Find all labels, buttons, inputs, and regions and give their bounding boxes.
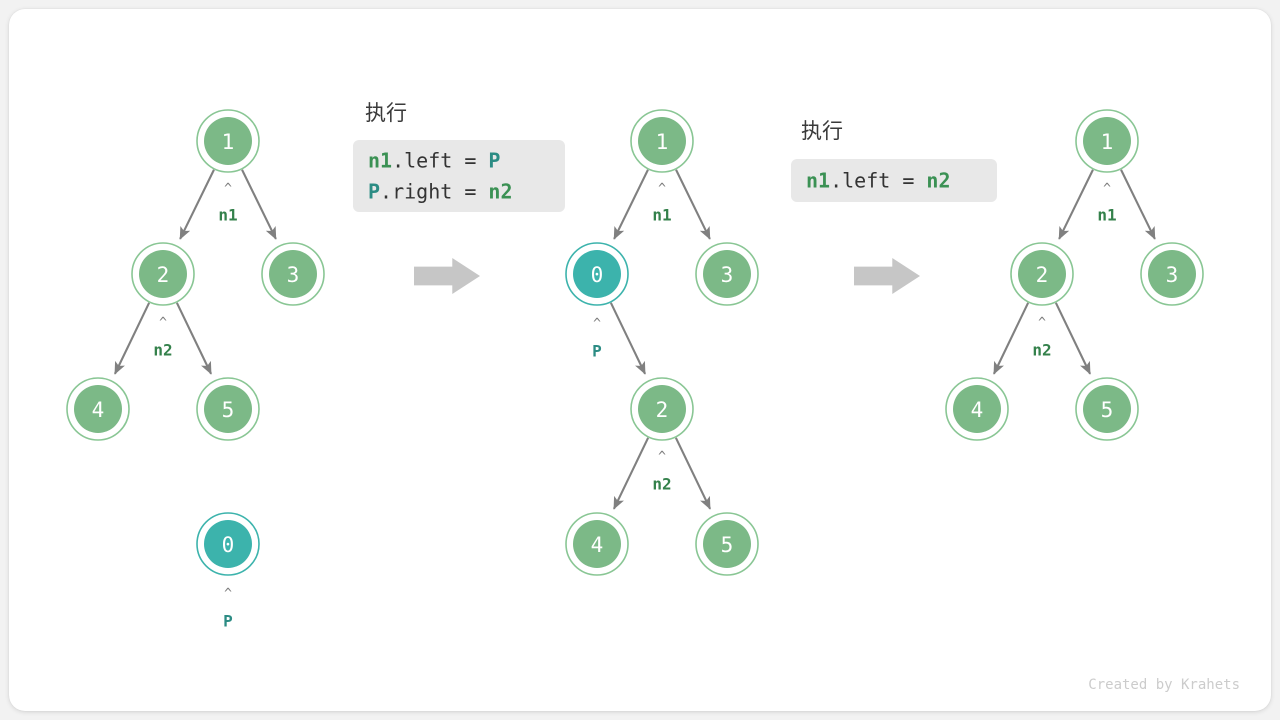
tree-edge xyxy=(113,302,151,375)
tree-edge xyxy=(179,169,215,240)
pointer-caret-icon: ^ xyxy=(593,317,601,332)
tree-edge xyxy=(1058,169,1094,240)
pointer-caret-icon: ^ xyxy=(658,450,666,465)
tree-node: 5 xyxy=(695,512,759,576)
tree-node: 4 xyxy=(945,377,1009,441)
tree-node: 1 xyxy=(196,109,260,173)
tree-node: 5 xyxy=(196,377,260,441)
pointer-label-n2: n2 xyxy=(153,341,172,360)
tree-node: 4 xyxy=(66,377,130,441)
pointer-caret-icon: ^ xyxy=(224,587,232,602)
code-block-background xyxy=(353,140,565,212)
pointer-caret-icon: ^ xyxy=(159,316,167,331)
pointer-label-n1: n1 xyxy=(218,206,237,225)
step-arrows-layer xyxy=(414,258,920,294)
tree-node: 3 xyxy=(695,242,759,306)
tree-node: 2 xyxy=(131,242,195,306)
tree-node: 3 xyxy=(1140,242,1204,306)
node-value: 4 xyxy=(591,533,604,557)
pointer-labels-layer: ^ n1 ^ n2 ^ P ^ n1 ^ P ^ n2 ^ n1 ^ n2 xyxy=(153,182,1116,631)
node-value: 0 xyxy=(591,263,604,287)
pointer-label-p: P xyxy=(223,612,233,631)
node-value: 4 xyxy=(971,398,984,422)
tree-edge xyxy=(674,437,712,510)
node-value: 5 xyxy=(721,533,734,557)
tree-node: 2 xyxy=(630,377,694,441)
node-value: 3 xyxy=(721,263,734,287)
pointer-label-n1: n1 xyxy=(1097,206,1116,225)
tree-node: 0 xyxy=(565,242,629,306)
node-value: 2 xyxy=(656,398,669,422)
tree-edge xyxy=(613,169,649,240)
tree-edge xyxy=(609,302,647,375)
pointer-caret-icon: ^ xyxy=(658,182,666,197)
node-value: 1 xyxy=(656,130,669,154)
node-value: 1 xyxy=(222,130,235,154)
pointer-caret-icon: ^ xyxy=(224,182,232,197)
tree-node: 2 xyxy=(1010,242,1074,306)
code-line: P.right = n2 xyxy=(368,180,513,204)
node-value: 4 xyxy=(92,398,105,422)
node-value: 2 xyxy=(1036,263,1049,287)
pointer-caret-icon: ^ xyxy=(1038,316,1046,331)
tree-edge xyxy=(612,437,650,510)
tree-edge xyxy=(992,302,1030,375)
pointer-caret-icon: ^ xyxy=(1103,182,1111,197)
pointer-label-p: P xyxy=(592,342,602,361)
node-value: 5 xyxy=(222,398,235,422)
execute-label: 执行 xyxy=(801,119,843,143)
code-blocks-layer: 执行 n1.left = P P.right = n2 执行 n1.left = n2 xyxy=(353,101,997,212)
node-value: 3 xyxy=(1166,263,1179,287)
tree-node: 4 xyxy=(565,512,629,576)
tree-edge xyxy=(1120,169,1156,240)
pointer-label-n2: n2 xyxy=(652,475,671,494)
code-line: n1.left = n2 xyxy=(806,169,951,193)
pointer-label-n2: n2 xyxy=(1032,341,1051,360)
watermark: Created by Krahets xyxy=(1088,677,1240,693)
node-value: 2 xyxy=(157,263,170,287)
node-value: 3 xyxy=(287,263,300,287)
tree-edge xyxy=(175,302,213,375)
edges-layer xyxy=(113,169,1156,510)
step-transition-arrow-icon xyxy=(414,258,480,294)
code-block-background xyxy=(791,159,997,202)
tree-node: 1 xyxy=(630,109,694,173)
node-value: 5 xyxy=(1101,398,1114,422)
node-value: 1 xyxy=(1101,130,1114,154)
node-value: 0 xyxy=(222,533,235,557)
tree-edge xyxy=(241,169,277,240)
tree-edge xyxy=(675,169,711,240)
tree-node: 0 xyxy=(196,512,260,576)
nodes-layer: 1 2 3 4 5 0 1 0 3 2 4 5 1 2 3 4 5 xyxy=(66,109,1204,576)
execute-label: 执行 xyxy=(365,101,407,125)
tree-node: 3 xyxy=(261,242,325,306)
step-transition-arrow-icon xyxy=(854,258,920,294)
code-line: n1.left = P xyxy=(368,149,500,173)
tree-edge xyxy=(1054,302,1092,375)
tree-node: 1 xyxy=(1075,109,1139,173)
pointer-label-n1: n1 xyxy=(652,206,671,225)
tree-node: 5 xyxy=(1075,377,1139,441)
